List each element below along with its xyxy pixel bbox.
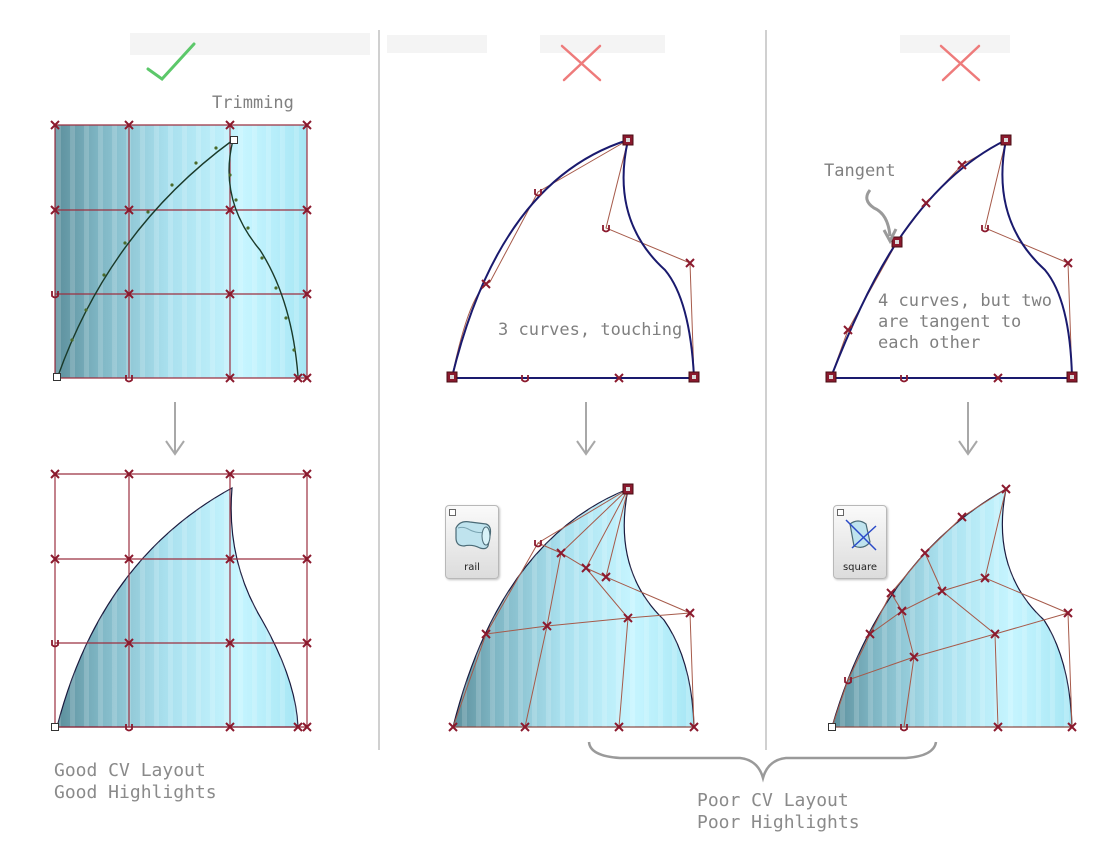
cross-icon — [939, 44, 981, 82]
down-arrow-icon — [165, 402, 185, 456]
good-caption-line2: Good Highlights — [54, 782, 217, 803]
rail-tool-button[interactable]: rail — [445, 505, 499, 579]
three-curves-panel — [446, 134, 700, 383]
poor-caption-line2: Poor Highlights — [697, 812, 860, 833]
square-surface-icon — [845, 519, 877, 551]
check-icon — [146, 42, 196, 81]
brace — [587, 741, 938, 783]
title-bar — [900, 35, 1010, 53]
square-tool-button[interactable]: square — [833, 505, 887, 579]
cross-icon — [560, 44, 602, 82]
down-arrow-icon — [576, 402, 596, 456]
cv-hull-grid — [54, 124, 308, 379]
trim-curve — [57, 138, 299, 377]
good-caption-line1: Good CV Layout — [54, 760, 206, 781]
down-arrow-icon — [958, 402, 978, 456]
rail-tool-label: rail — [464, 562, 480, 573]
four-curves-label-line2: are tangent to — [878, 312, 1021, 332]
option-box-icon[interactable] — [449, 509, 456, 516]
square-tool-label: square — [842, 562, 878, 573]
four-curves-panel — [825, 134, 1078, 383]
four-curves-label-line3: each other — [878, 333, 980, 353]
curve — [622, 139, 695, 378]
trim-surface-panel — [50, 120, 312, 383]
title-bar — [540, 35, 665, 53]
title-bar — [387, 35, 487, 53]
tangent-label: Tangent — [824, 161, 896, 181]
curve — [830, 241, 898, 378]
tangent-pointer-arrow — [865, 189, 892, 237]
four-curves-label-line1: 4 curves, but two — [878, 291, 1052, 311]
poor-caption-line1: Poor CV Layout — [697, 790, 849, 811]
three-curves-label: 3 curves, touching — [498, 320, 682, 340]
rail-result-surface — [448, 483, 699, 732]
rail-surface-icon — [455, 521, 492, 550]
option-box-icon[interactable] — [837, 509, 844, 516]
cv-hull-grid — [54, 473, 308, 728]
curve — [451, 139, 629, 378]
curve — [896, 139, 1007, 243]
curve — [1001, 139, 1073, 378]
good-result-surface — [50, 469, 312, 732]
title-bar — [130, 33, 370, 55]
trimming-label: Trimming — [212, 93, 294, 113]
square-result-surface — [828, 484, 1077, 732]
